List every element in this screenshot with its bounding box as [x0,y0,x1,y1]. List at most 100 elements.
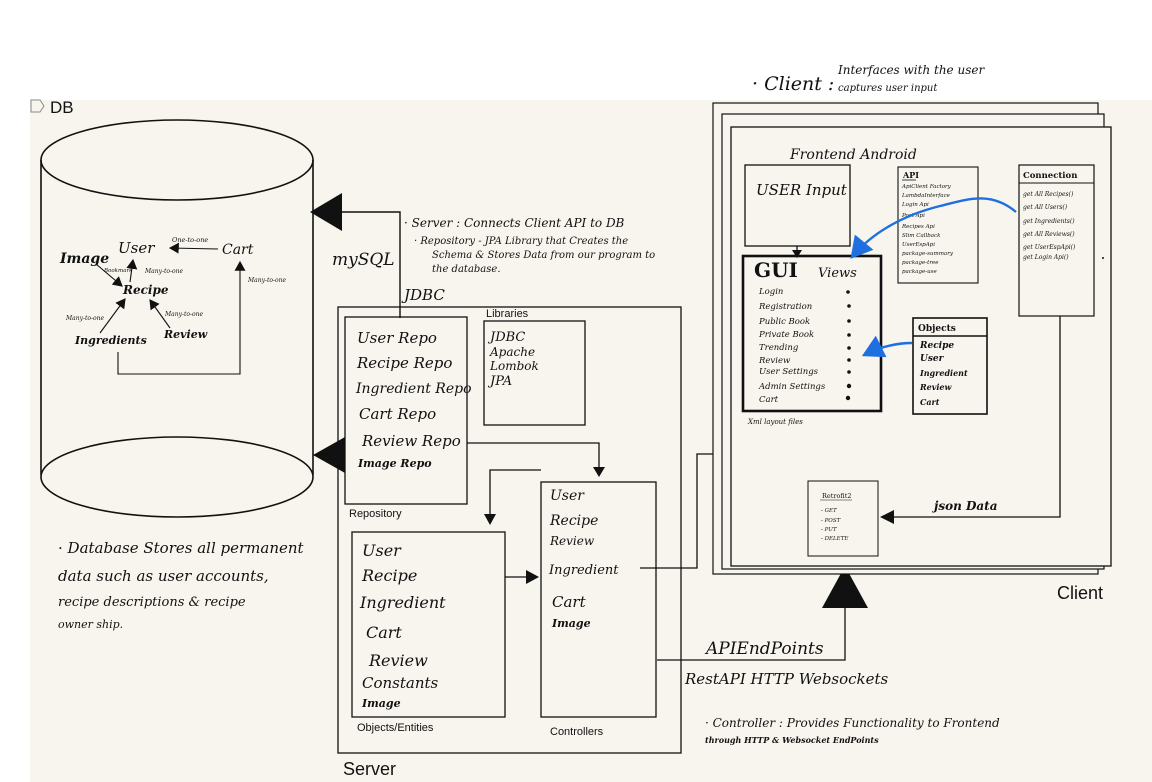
db-section: DB Image User Cart Recipe Ingredients Re… [30,98,314,631]
controller-item: Recipe [549,513,598,529]
api-item: package-use [902,269,937,275]
controllers-box [540,481,657,718]
retrofit-item: - PUT [821,527,837,533]
client-label: Client [1057,583,1103,603]
triangle-arrow-icon [822,566,868,608]
gui-item: Admin Settings [758,382,826,392]
entities-box [351,531,506,718]
er-ingredients: Ingredients [74,334,147,347]
er-many-to-one-b: Many-to-one [247,277,287,284]
controller-item: User [550,488,585,504]
objects-item: Cart [920,397,940,407]
db-title: DB [50,98,74,117]
gui-sub: Views [818,266,857,281]
api-item: package-summary [902,251,954,257]
connection-title: Connection [1023,171,1077,181]
connection-item: get Login Api() [1023,254,1069,261]
client-note-line-1: Interfaces with the user [837,63,985,77]
er-ingredients-recipe-link [99,298,126,334]
entity-item: Recipe [361,566,417,585]
controller-item: Image [551,617,591,630]
connection-item: get All Recipes() [1023,191,1074,198]
gui-item: Public Book [758,317,810,327]
gui-xml-label: Xml layout files [747,418,803,426]
db-note-line-1: · Database Stores all permanent [58,539,305,557]
api-endpoints-label: APIEndPoints [704,639,824,659]
arrowhead-icon [593,467,605,477]
client-box [730,126,1112,567]
library-item: Lombok [489,359,539,373]
controllers-to-entities-arrow [489,469,541,517]
er-cart-user-link [168,242,219,254]
arrowhead-icon [880,510,894,524]
gui-bullets [845,290,852,401]
er-cart: Cart [222,242,254,258]
er-review-recipe-link [149,299,171,329]
objects-items: Recipe User Ingredient Review Cart [919,341,968,407]
libraries-box [483,320,586,426]
client-section: Client Frontend Android USER Input GUI V… [712,102,1112,603]
connection-to-retrofit-link [892,316,1061,518]
repo-item: Recipe Repo [356,354,452,372]
library-item: JPA [487,374,512,389]
gui-item: Cart [759,395,779,405]
api-item: package-tree [902,260,939,266]
repo-item: Cart Repo [359,405,436,423]
arrowhead-icon [792,250,802,258]
jdbc-label: JDBC [401,286,445,304]
user-input-label: USER Input [756,181,848,199]
entity-item: Review [368,651,428,670]
objects-item: Recipe [919,341,954,351]
er-many-to-one-d: Many-to-one [164,311,204,318]
mysql-label: mySQL [332,250,395,270]
connection-item: get UserEspApi() [1023,244,1076,251]
objects-item: Review [919,382,953,392]
api-item: LambdaInterface [901,193,951,199]
objects-item: User [920,354,945,364]
api-item: Slim Callback [902,233,941,239]
gui-title: GUI [754,258,798,282]
library-item: Apache [489,345,535,359]
rest-api-label: RestAPI HTTP Websockets [684,670,889,688]
retrofit-title: Retrofit2 [822,492,851,500]
entity-item: Image [361,697,401,710]
server-section: Server Repository User Repo Recipe Repo … [313,306,682,779]
libraries-items: JDBC Apache Lombok JPA [487,330,539,389]
controller-note-line-1: · Controller : Provides Functionality to… [705,716,1000,730]
db-note-line-4: owner ship. [58,618,123,631]
connection-item: get Ingredients() [1023,218,1075,225]
entity-item: Cart [366,623,402,642]
api-box [897,166,979,284]
api-item: Login Api [901,202,929,208]
triangle-arrow-icon [310,193,342,231]
client-note: · Client : Interfaces with the user capt… [752,63,985,95]
objects-item: Ingredient [919,368,968,378]
entity-item: User [362,541,402,560]
repo-item: Ingredient Repo [355,381,472,397]
server-note: · Server : Connects Client API to DB · R… [404,216,655,275]
er-recipe-user-link [126,258,138,283]
server-label: Server [343,759,396,779]
er-diagram: Image User Cart Recipe Ingredients Revie… [59,236,287,375]
connection-item: get All Users() [1023,204,1068,211]
api-item: ApiClient Factory [901,184,952,190]
server-client-connectors: APIEndPoints RestAPI HTTP Websockets · C… [640,416,1000,745]
controller-item: Review [549,534,595,548]
repo-to-controllers-arrow [467,442,600,470]
connection-item: get All Reviews() [1023,231,1075,238]
arrowhead-icon [526,570,539,584]
json-data-label: json Data [932,499,998,513]
library-item: JDBC [487,330,525,345]
retrofit-item: - DELETE [821,536,848,542]
gui-item: Review [758,356,791,366]
er-review: Review [163,328,208,341]
entity-item: Ingredient [359,593,446,612]
er-user: User [118,239,155,257]
gui-item: Private Book [758,330,814,340]
gui-box [741,254,883,413]
server-note-line-3: Schema & Stores Data from our program to [432,250,655,261]
gui-items: Login Registration Public Book Private B… [758,287,826,405]
repository-items: User Repo Recipe Repo Ingredient Repo Ca… [355,329,472,470]
connection-items: get All Recipes() get All Users() get In… [1023,191,1076,261]
db-note-line-3: recipe descriptions & recipe [58,595,246,610]
